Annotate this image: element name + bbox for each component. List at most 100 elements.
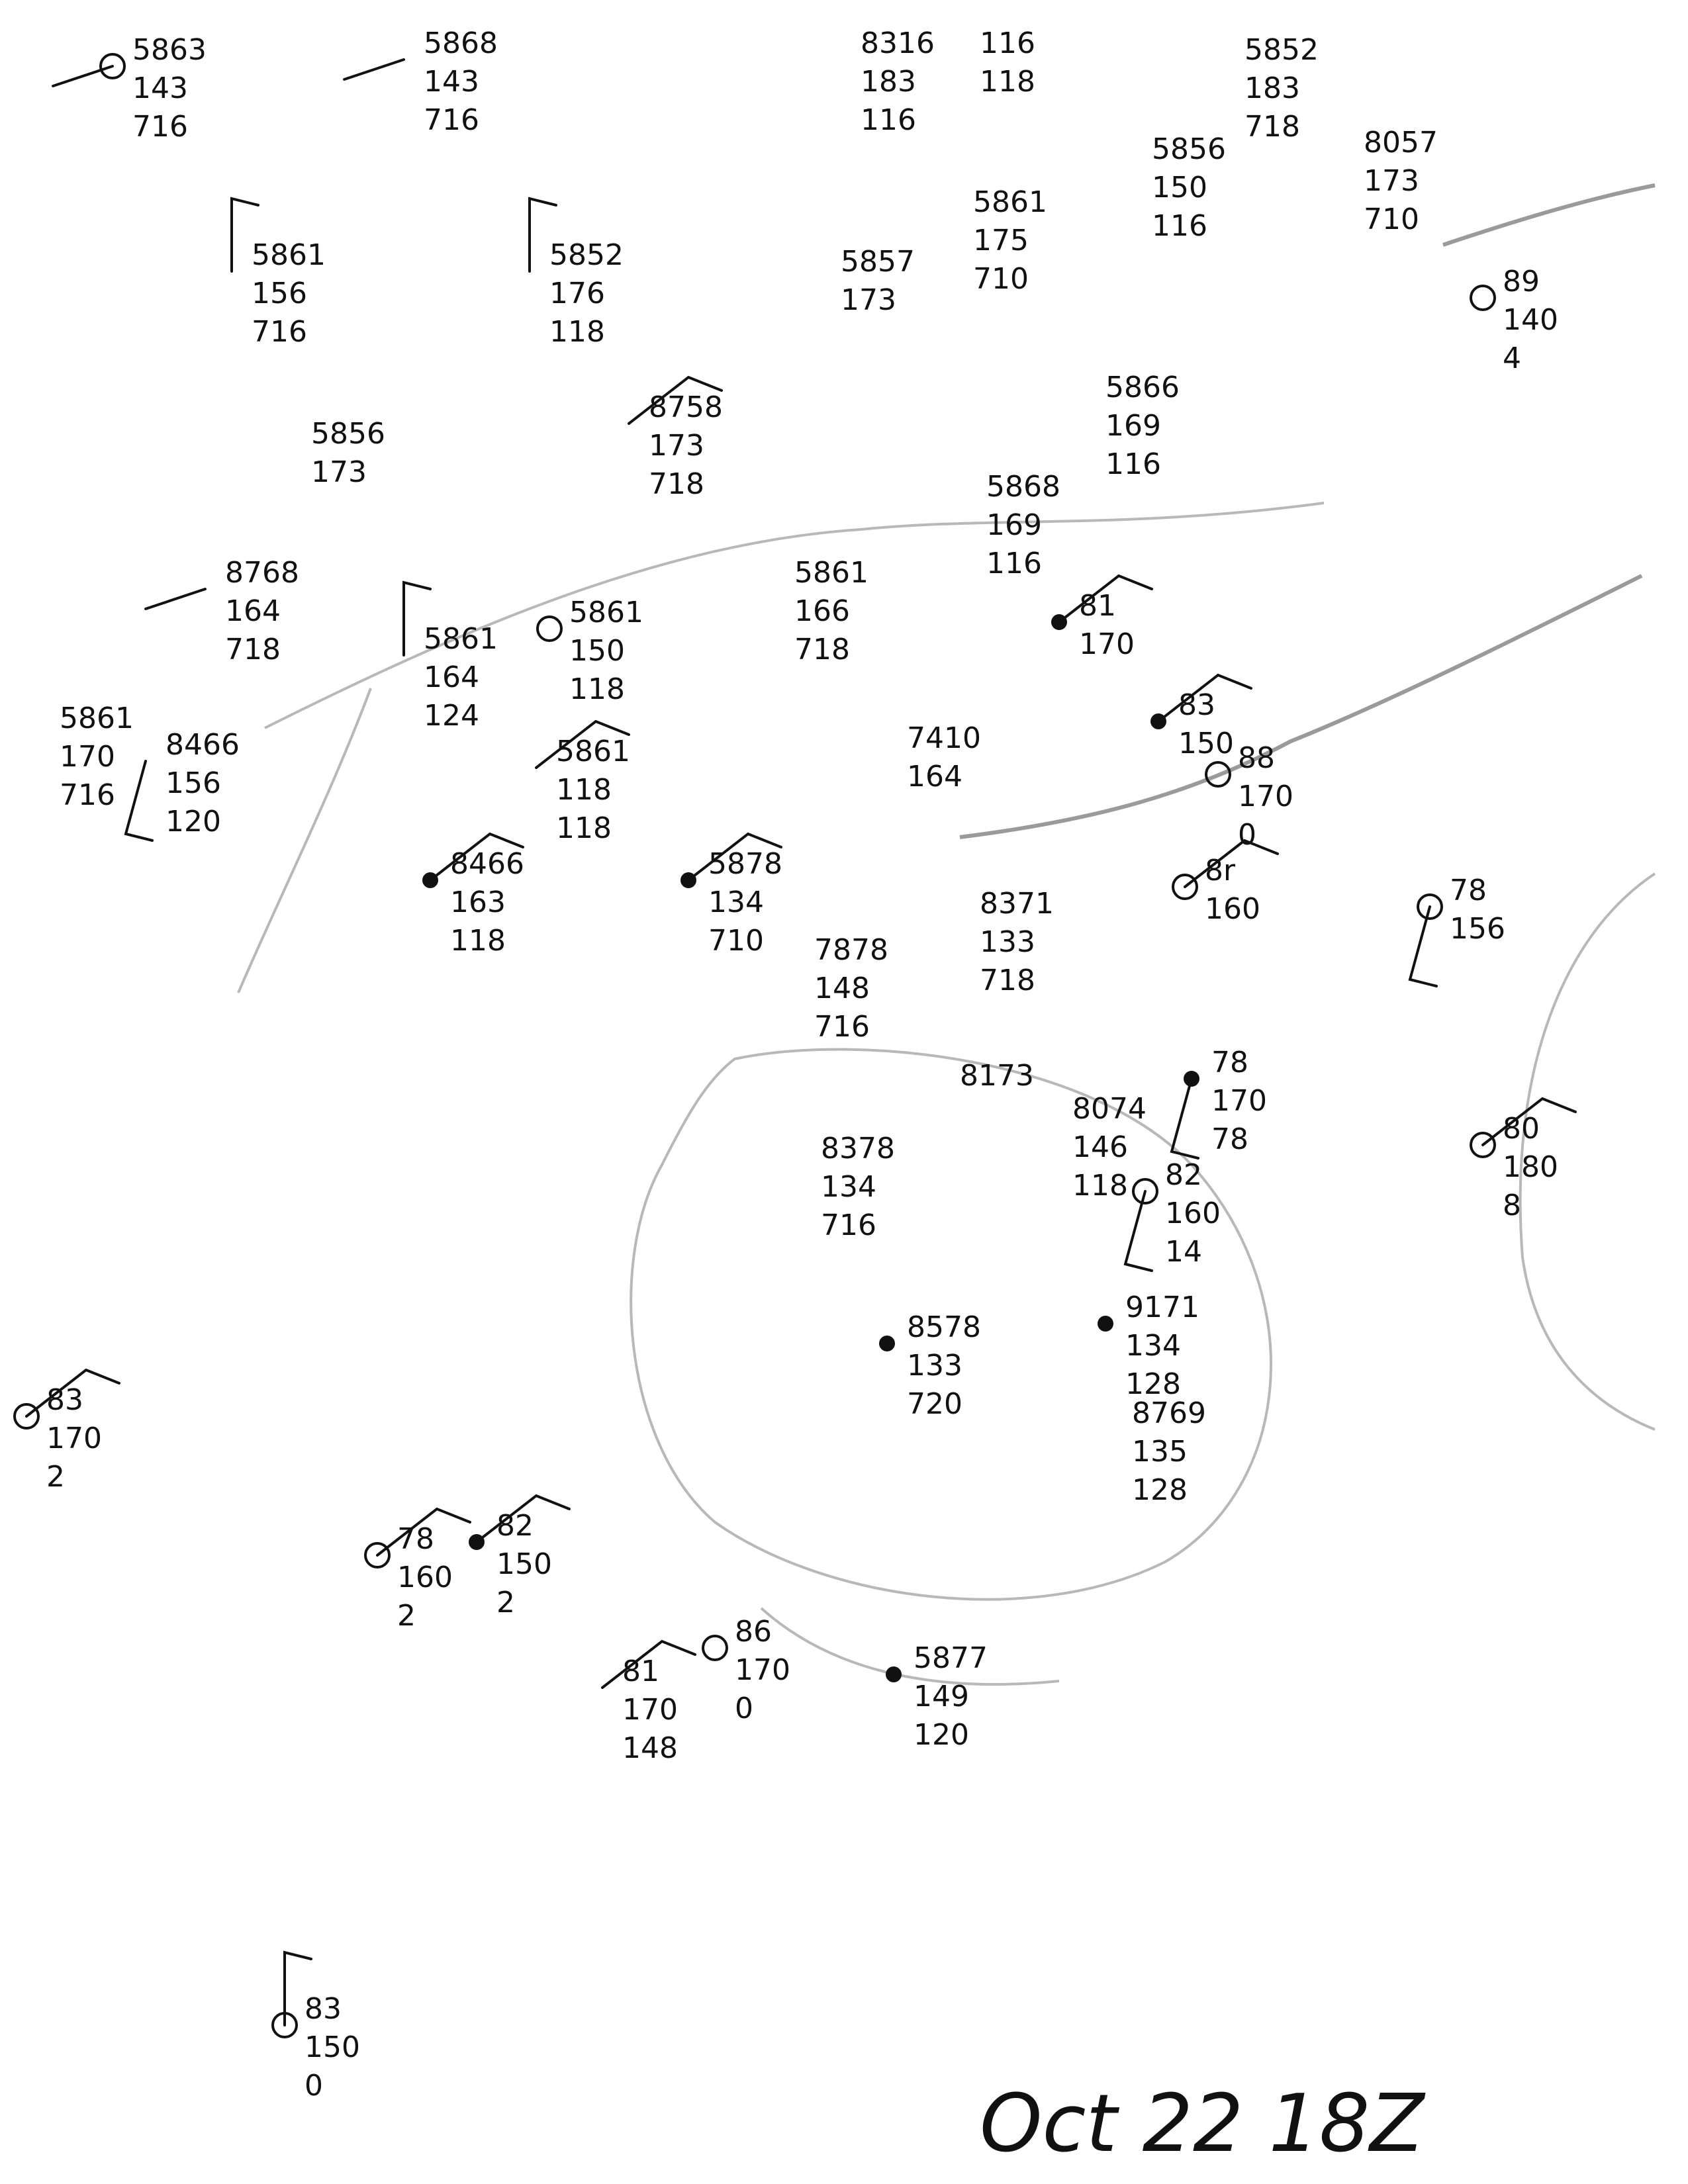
station-value: 116 [1105,447,1161,481]
station-value: 8758 [649,390,723,424]
station-value: 5861 [569,596,643,629]
station-value: 118 [1072,1169,1128,1203]
station-plot: 8173 [960,1059,1034,1093]
station-value: 170 [622,1693,678,1727]
wind-barb [52,65,114,87]
station-value: 173 [1364,164,1419,198]
station-circle-open [536,615,563,642]
station-value: 8769 [1132,1396,1206,1430]
wind-barb [376,1507,471,1557]
station-value: 5868 [986,470,1060,504]
station-value: 716 [60,778,115,812]
wind-barb [535,719,630,769]
station-value: 0 [305,2069,323,2103]
station-value: 8 [1503,1189,1521,1222]
wind-barb [1058,574,1153,623]
station-value: 173 [311,455,367,489]
station-value: 116 [861,103,916,137]
station-value: 118 [556,773,612,807]
station-value: 8378 [821,1132,895,1165]
station-value: 720 [907,1387,962,1421]
station-value: 82 [1165,1158,1202,1192]
station-value: 8316 [861,26,935,60]
station-value: 5863 [132,33,207,67]
station-value: 124 [424,699,479,733]
station-circle-open [1470,285,1496,311]
station-value: 120 [165,805,221,839]
station-circle-open [99,53,126,79]
station-plot: 5861 170 716 [60,702,134,812]
station-value: 164 [424,660,479,694]
wind-barb [25,1368,120,1418]
station-value: 175 [973,224,1029,257]
station-value: 133 [980,925,1035,959]
isobar-north [264,502,1325,729]
station-value: 160 [1205,892,1260,926]
front-line [959,574,1643,839]
station-value: 81 [622,1655,659,1688]
station-value: 5861 [60,702,134,735]
wind-barb [1157,673,1252,723]
station-value: 718 [649,467,704,501]
station-value: 183 [1244,71,1300,105]
wind-barb [475,1494,571,1543]
station-value: 170 [60,740,115,774]
station-value: 8r [1205,854,1236,887]
station-value: 718 [1244,110,1300,144]
station-value: 170 [1079,627,1135,661]
station-value: 116 [980,26,1035,60]
station-value: 150 [305,2030,360,2064]
station-value: 116 [986,547,1042,580]
station-value: 169 [1105,409,1161,443]
station-value: 180 [1503,1150,1558,1184]
station-value: 5877 [914,1641,988,1675]
station-value: 156 [252,277,307,310]
station-value: 116 [1152,209,1207,243]
wind-barb [343,58,405,81]
station-value: 86 [735,1615,772,1649]
station-value: 163 [450,886,506,919]
station-plot: 83 150 0 [271,1950,360,2103]
station-value: 134 [821,1170,876,1204]
wind-barb [144,588,207,610]
station-value: 160 [397,1561,453,1594]
station-value: 0 [735,1692,753,1725]
station-value: 5868 [424,26,498,60]
station-value: 183 [861,65,916,99]
station-value: 156 [1450,912,1505,946]
station-circle-filled [886,1666,902,1682]
station-value: 164 [907,760,962,794]
station-value: 5852 [1244,33,1319,67]
station-value: 8578 [907,1310,981,1344]
station-value: 718 [794,633,850,666]
station-value: 9171 [1125,1291,1199,1324]
station-value: 149 [914,1680,969,1713]
station-value: 143 [132,71,188,105]
station-plot: 5852 183 718 [1244,33,1319,144]
station-value: 88 [1238,741,1275,775]
wind-barb [687,832,782,882]
station-value: 0 [1238,818,1256,852]
station-value: 150 [569,634,625,668]
station-value: 5861 [973,185,1047,219]
station-value: 133 [907,1349,962,1383]
station-value: 150 [1178,727,1234,760]
station-value: 83 [305,1992,342,2026]
